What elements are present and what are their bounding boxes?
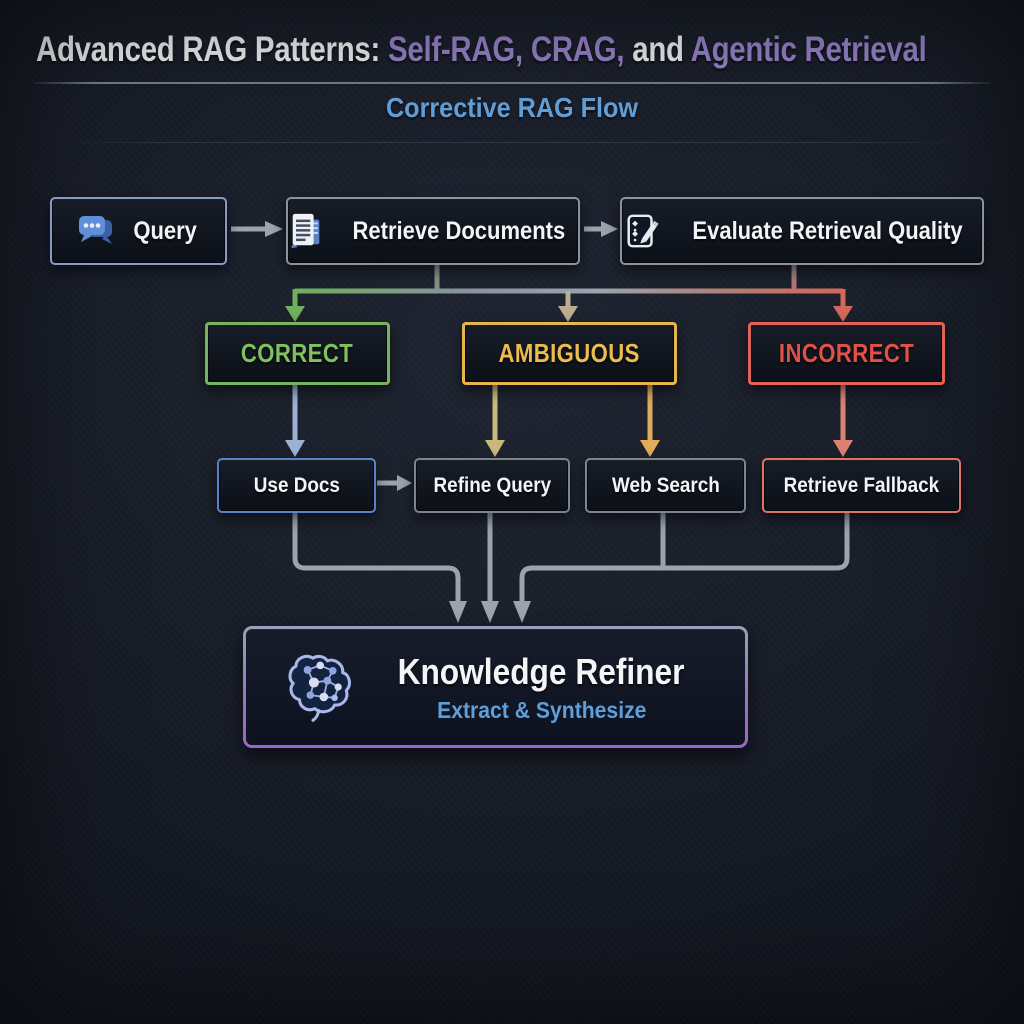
node-label: Evaluate Retrieval Quality [692, 216, 963, 245]
node-label: Use Docs [253, 473, 340, 497]
knowledge-refiner-body: Knowledge Refiner Extract & Synthesize [246, 629, 745, 745]
node-label: Query [133, 216, 197, 245]
documents-icon [287, 211, 325, 251]
node-refine-query: Refine Query [414, 458, 570, 513]
node-incorrect: INCORRECT [748, 322, 945, 385]
node-correct: CORRECT [205, 322, 390, 385]
checklist-pencil-icon [623, 211, 661, 251]
node-evaluate-retrieval-quality: Evaluate Retrieval Quality [620, 197, 984, 265]
node-label: CORRECT [241, 338, 354, 368]
node-web-search: Web Search [585, 458, 746, 513]
knowledge-refiner-title: Knowledge Refiner [398, 650, 685, 692]
brain-icon [286, 649, 358, 725]
node-label: Retrieve Documents [352, 216, 565, 245]
node-label: INCORRECT [778, 338, 915, 368]
title-and: and [624, 30, 691, 69]
node-ambiguous: AMBIGUOUS [462, 322, 677, 385]
node-query: Query [50, 197, 227, 265]
title-accent-1: Self-RAG, CRAG, [387, 30, 625, 69]
node-label: Retrieve Fallback [783, 473, 940, 497]
node-retrieve-documents: Retrieve Documents [286, 197, 580, 265]
node-retrieve-fallback: Retrieve Fallback [762, 458, 961, 513]
title-accent-2: Agentic Retrieval [690, 30, 927, 69]
knowledge-refiner-subtitle: Extract & Synthesize [436, 696, 647, 723]
diagram-subtitle: Corrective RAG Flow [385, 92, 639, 123]
page-title: Advanced RAG Patterns: Self-RAG, CRAG, a… [36, 30, 927, 70]
knowledge-refiner-text: Knowledge Refiner Extract & Synthesize [378, 651, 704, 724]
node-label: Web Search [611, 473, 720, 497]
node-use-docs: Use Docs [217, 458, 376, 513]
title-text: Advanced RAG Patterns: [36, 30, 388, 69]
subtitle-divider [55, 142, 969, 143]
chat-icon [76, 213, 116, 249]
node-label: Refine Query [433, 473, 551, 497]
node-label: AMBIGUOUS [498, 338, 641, 368]
node-knowledge-refiner: Knowledge Refiner Extract & Synthesize [243, 626, 748, 748]
title-divider [35, 82, 990, 84]
